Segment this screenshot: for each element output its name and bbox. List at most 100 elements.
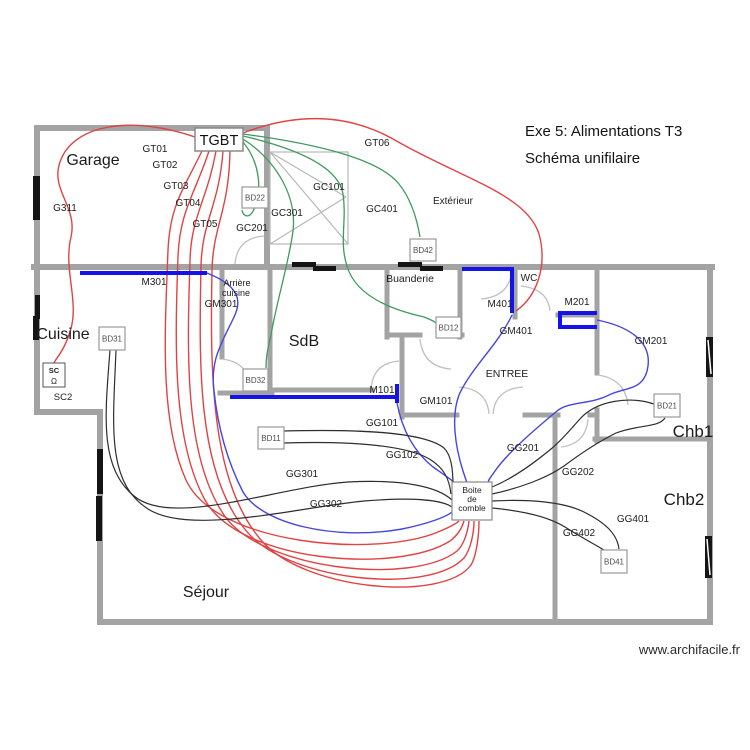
title-line1: Exe 5: Alimentations T3 xyxy=(525,123,682,140)
box-bd32-label: BD32 xyxy=(245,376,266,385)
window-glass xyxy=(706,339,712,576)
wire-gt01 xyxy=(164,150,460,546)
box-bd42[interactable]: BD42 xyxy=(409,238,437,262)
meter-label: SC xyxy=(49,366,60,375)
door-garage xyxy=(234,235,265,265)
cuisine-window-b xyxy=(33,316,39,340)
room-label-wc: WC xyxy=(521,273,538,284)
watermark-link[interactable]: www.archifacile.fr xyxy=(638,642,741,657)
room-label-exterieur: Extérieur xyxy=(433,196,474,207)
door-buanderie xyxy=(419,338,452,370)
junction-box-line3: comble xyxy=(458,503,486,513)
sdb-window-b xyxy=(313,266,336,271)
box-bd12[interactable]: BD12 xyxy=(435,316,462,339)
box-bd31[interactable]: BD31 xyxy=(98,326,126,351)
wire-gt06 xyxy=(242,117,543,312)
room-label-cuisine: Cuisine xyxy=(36,326,89,343)
meter-box[interactable]: SC Ω xyxy=(42,362,66,388)
room-label-sejour: Séjour xyxy=(183,584,230,601)
box-bd11[interactable]: BD11 xyxy=(257,426,285,450)
wire-gm401 xyxy=(454,314,513,484)
room-label-sdb: SdB xyxy=(289,333,319,350)
wire-gg402 xyxy=(491,507,605,551)
wire-gg302 xyxy=(113,349,453,521)
box-bd41-rect xyxy=(600,549,628,574)
box-bd22[interactable]: BD22 xyxy=(241,186,269,209)
sejour-window-b xyxy=(96,496,102,541)
circuit-label-g311: G311 xyxy=(53,203,77,214)
circuit-label-gc301: GC301 xyxy=(271,208,303,219)
room-label-arriere-cuisine-2: cuisine xyxy=(222,288,250,298)
room-label-chb1: Chb1 xyxy=(673,422,714,441)
box-bd32[interactable]: BD32 xyxy=(242,368,269,392)
circuit-label-gg201: GG201 xyxy=(507,443,540,454)
door-entree-right xyxy=(492,386,524,415)
wire-gc301 xyxy=(242,138,295,369)
title-line2: Schéma unifilaire xyxy=(525,150,640,167)
junction-box[interactable]: Boite de comble xyxy=(451,481,493,521)
circuit-label-gt05: GT05 xyxy=(192,219,217,230)
circuit-label-gt02: GT02 xyxy=(152,160,177,171)
wire-gm101 xyxy=(396,402,456,484)
box-bd21-label: BD21 xyxy=(657,402,678,411)
wire-gt02 xyxy=(175,150,465,560)
wire-gg201 xyxy=(491,399,655,488)
box-bd22-rect xyxy=(241,186,269,209)
circuit-label-gc401: GC401 xyxy=(366,204,398,215)
red-circuits xyxy=(53,117,543,588)
circuit-label-gg102: GG102 xyxy=(386,450,419,461)
bar-m201 xyxy=(558,311,597,329)
wire-gt04 xyxy=(199,150,475,580)
box-bd21[interactable]: BD21 xyxy=(653,393,681,418)
circuit-label-m101: M101 xyxy=(369,385,394,396)
meter-sub-label: SC2 xyxy=(54,392,72,403)
circuit-label-gm401: GM401 xyxy=(500,326,533,337)
wire-gg101 xyxy=(283,429,454,487)
door-wc xyxy=(520,285,551,312)
box-bd12-label: BD12 xyxy=(438,324,459,333)
wire-gt03 xyxy=(187,150,470,571)
blue-bars xyxy=(80,267,597,403)
wire-g311 xyxy=(53,124,196,364)
box-bd31-rect xyxy=(98,326,126,351)
room-label-chb2: Chb2 xyxy=(664,490,705,509)
circuit-label-gc201: GC201 xyxy=(236,223,268,234)
garage-door xyxy=(33,176,40,220)
black-circuits xyxy=(105,349,666,551)
wire-gm201 xyxy=(487,319,649,484)
bar-m101 xyxy=(230,384,399,403)
sdb-window-a xyxy=(292,262,316,267)
box-bd11-rect xyxy=(257,426,285,450)
buanderie-window-b xyxy=(420,266,443,271)
circuit-label-m401: M401 xyxy=(487,299,512,310)
wire-gg202 xyxy=(491,417,666,495)
tgbt-panel[interactable]: TGBT xyxy=(194,127,244,152)
junction-box-line2: de xyxy=(467,494,477,504)
circuit-label-gm201: GM201 xyxy=(635,336,668,347)
wire-gc101 xyxy=(242,135,437,324)
wire-gt05 xyxy=(210,150,480,588)
door-corridor xyxy=(560,418,589,448)
box-bd22-label: BD22 xyxy=(245,194,266,203)
circuit-label-m201: M201 xyxy=(564,297,589,308)
tgbt-label: TGBT xyxy=(200,133,239,149)
room-label-garage: Garage xyxy=(66,152,119,169)
door-sdb xyxy=(370,360,400,390)
room-label-buanderie: Buanderie xyxy=(386,273,434,285)
room-label-entree: ENTREE xyxy=(486,368,529,380)
box-bd11-label: BD11 xyxy=(261,434,281,443)
box-bd41-label: BD41 xyxy=(604,558,625,567)
door-entree-left xyxy=(458,386,490,415)
box-bd41[interactable]: BD41 xyxy=(600,549,628,574)
door-chb1 xyxy=(597,374,629,406)
circuit-label-gg202: GG202 xyxy=(562,467,595,478)
bar-m401 xyxy=(462,267,514,313)
circuit-label-m301: M301 xyxy=(141,277,166,288)
circuit-label-gt03: GT03 xyxy=(163,181,188,192)
wire-gc201 xyxy=(241,141,260,217)
stairs xyxy=(269,151,349,245)
wire-gg301 xyxy=(105,349,453,509)
